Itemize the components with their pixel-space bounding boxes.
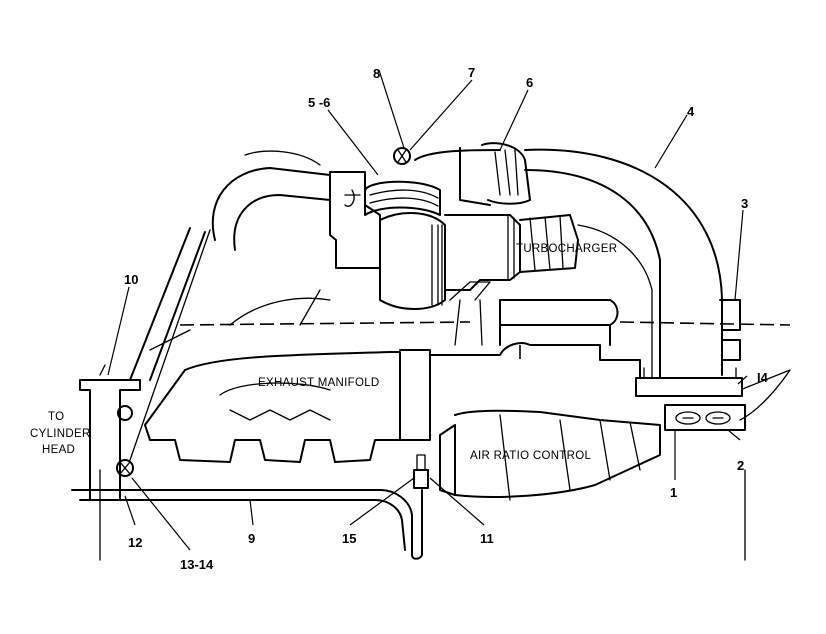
to-cylinder-head-label-line3: HEAD (42, 444, 75, 456)
callout-5-6: 5 -6 (308, 95, 330, 110)
callout-15: 15 (342, 531, 356, 546)
callout-13-14: 13-14 (180, 557, 214, 572)
air-ratio-control-label: AIR RATIO CONTROL (470, 450, 591, 462)
bracket-and-tube (71, 227, 429, 560)
leader-lines (107, 69, 748, 551)
callout-7: 7 (468, 65, 475, 80)
callout-6: 6 (526, 75, 533, 90)
callout-9: 9 (248, 531, 255, 546)
to-cylinder-head-label-line1: TO (48, 411, 64, 423)
callout-11: 11 (480, 531, 494, 546)
callout-14: I4 (757, 370, 769, 385)
callout-2: 2 (737, 458, 744, 473)
tube-assembly (524, 148, 746, 431)
air-ratio-control (439, 409, 661, 501)
callout-1: 1 (670, 485, 677, 500)
callout-4: 4 (687, 104, 695, 119)
exhaust-manifold (144, 281, 641, 463)
turbocharger (211, 142, 579, 310)
callout-3: 3 (741, 196, 748, 211)
turbocharger-label: TURBOCHARGER (516, 243, 617, 255)
exhaust-manifold-label: EXHAUST MANIFOLD (258, 377, 380, 389)
callout-12: 12 (128, 535, 142, 550)
to-cylinder-head-label-line2: CYLINDER (30, 428, 91, 440)
engine-block-outline (99, 289, 791, 561)
callout-8: 8 (373, 66, 380, 81)
callout-10: 10 (124, 272, 138, 287)
